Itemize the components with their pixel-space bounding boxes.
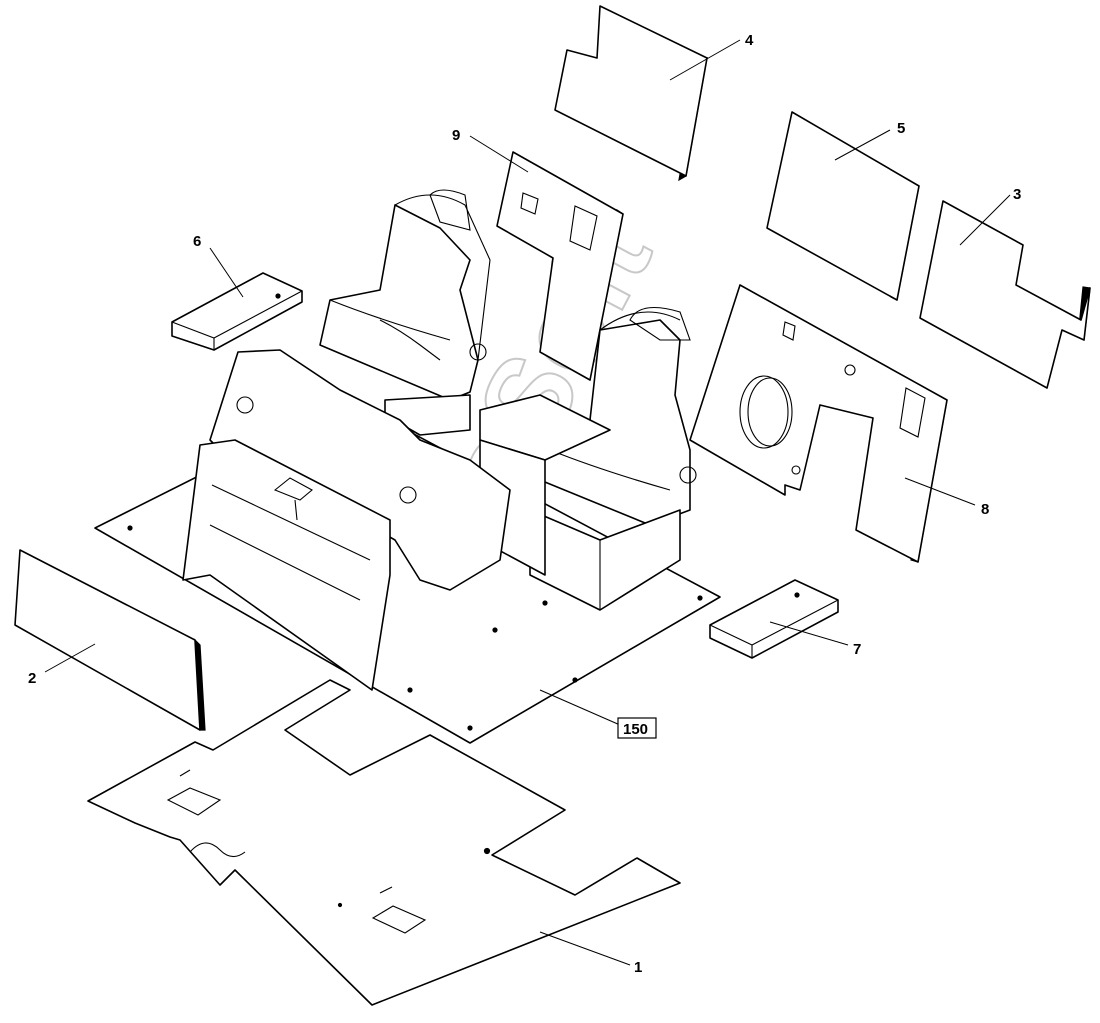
part-1-floor-mat — [87, 679, 681, 1006]
callout-150-box: 150 — [617, 717, 657, 739]
part-7-block — [709, 579, 839, 659]
callout-6: 6 — [193, 233, 201, 250]
callout-3: 3 — [1013, 186, 1021, 203]
callout-5: 5 — [897, 120, 905, 137]
callout-7: 7 — [853, 641, 861, 658]
part-6-block — [171, 272, 303, 351]
callout-2: 2 — [28, 670, 36, 687]
left-seat — [319, 189, 491, 436]
callout-150: 150 — [623, 721, 648, 738]
callout-4: 4 — [745, 32, 754, 49]
part-3-panel — [919, 200, 1091, 389]
part-4-panel — [554, 5, 708, 182]
leader-lines — [44, 39, 1011, 966]
right-seat — [529, 306, 697, 611]
callout-8: 8 — [981, 501, 989, 518]
callout-9: 9 — [452, 127, 460, 144]
part-2-panel — [14, 549, 206, 731]
part-5-panel — [766, 111, 920, 301]
part-9-panel — [496, 151, 624, 382]
callout-1: 1 — [634, 959, 642, 976]
part-8-panel — [689, 284, 948, 563]
console — [182, 349, 511, 691]
